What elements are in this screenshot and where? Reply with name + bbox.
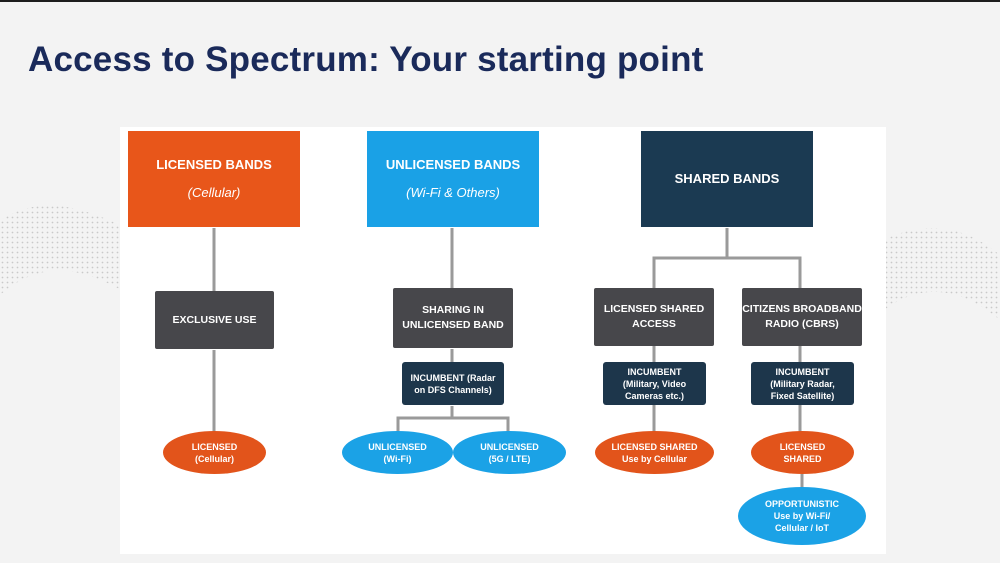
unlicensed-wifi-line-2: (Wi-Fi) xyxy=(383,453,412,464)
sharing-unlicensed-line-2: UNLICENSED BAND xyxy=(402,319,504,331)
shared-bands-title: SHARED BANDS xyxy=(674,171,780,186)
cbrs-outcome-line-1: LICENSED xyxy=(779,441,826,452)
incumbent-military-line-3: Cameras etc.) xyxy=(624,390,685,401)
licensed-bands-subtitle: (Cellular) xyxy=(187,185,241,200)
opportunistic-line-1: OPPORTUNISTIC xyxy=(764,499,839,509)
licensed-bands-box: LICENSED BANDS (Cellular) xyxy=(128,131,300,227)
cbrs-outcome-line-2: SHARED xyxy=(783,453,822,464)
licensed-cellular-line-2: (Cellular) xyxy=(194,453,234,464)
shared-bands-box: SHARED BANDS xyxy=(641,131,813,227)
cbrs-line-1: CITIZENS BROADBAND xyxy=(742,303,862,315)
unlicensed-wifi-line-1: UNLICENSED xyxy=(368,441,427,452)
lsa-outcome-line-2: Use by Cellular xyxy=(621,453,688,464)
incumbent-radar-line-1: INCUMBENT (Radar xyxy=(410,372,496,383)
incumbent-satellite-line-3: Fixed Satellite) xyxy=(770,390,835,401)
incumbent-military-line-2: (Military, Video xyxy=(622,378,687,389)
incumbent-radar-line-2: on DFS Channels) xyxy=(414,384,492,395)
connector-unlicensed-split xyxy=(396,416,510,432)
cbrs-line-2: RADIO (CBRS) xyxy=(765,318,839,330)
licensed-cellular-line-1: LICENSED xyxy=(191,441,238,452)
lsa-line-1: LICENSED SHARED xyxy=(603,303,705,315)
cbrs-box: CITIZENS BROADBAND RADIO (CBRS) xyxy=(742,288,862,346)
sharing-unlicensed-line-1: SHARING IN xyxy=(422,304,484,316)
opportunistic-oval: OPPORTUNISTIC Use by Wi-Fi/ Cellular / I… xyxy=(738,487,866,545)
dotted-wave-left-decoration xyxy=(0,205,130,295)
exclusive-use-box: EXCLUSIVE USE xyxy=(155,291,274,349)
sharing-unlicensed-box: SHARING IN UNLICENSED BAND xyxy=(393,288,513,348)
unlicensed-bands-box: UNLICENSED BANDS (Wi-Fi & Others) xyxy=(367,131,539,227)
connector-shared-split xyxy=(652,256,802,290)
slide-title: Access to Spectrum: Your starting point xyxy=(28,40,704,79)
unlicensed-bands-subtitle: (Wi-Fi & Others) xyxy=(406,185,500,200)
licensed-shared-cellular-oval: LICENSED SHARED Use by Cellular xyxy=(595,431,714,474)
unlicensed-5g-line-1: UNLICENSED xyxy=(480,441,539,452)
exclusive-use-label: EXCLUSIVE USE xyxy=(172,313,257,326)
opportunistic-line-2: Use by Wi-Fi/ xyxy=(773,511,831,521)
dotted-wave-right-decoration xyxy=(884,228,1000,320)
incumbent-radar-satellite-box: INCUMBENT (Military Radar, Fixed Satelli… xyxy=(751,362,854,405)
unlicensed-bands-title: UNLICENSED BANDS xyxy=(385,157,521,172)
licensed-shared-access-box: LICENSED SHARED ACCESS xyxy=(594,288,714,346)
opportunistic-line-3: Cellular / IoT xyxy=(774,523,829,533)
lsa-line-2: ACCESS xyxy=(632,318,676,330)
incumbent-military-video-box: INCUMBENT (Military, Video Cameras etc.) xyxy=(603,362,706,405)
licensed-bands-title: LICENSED BANDS xyxy=(156,157,272,172)
incumbent-satellite-line-2: (Military Radar, xyxy=(770,378,835,389)
unlicensed-wifi-oval: UNLICENSED (Wi-Fi) xyxy=(342,431,453,474)
lsa-outcome-line-1: LICENSED SHARED xyxy=(611,441,698,452)
incumbent-military-line-1: INCUMBENT xyxy=(627,366,682,377)
incumbent-radar-dfs-box: INCUMBENT (Radar on DFS Channels) xyxy=(402,362,504,405)
unlicensed-5g-lte-oval: UNLICENSED (5G / LTE) xyxy=(453,431,566,474)
top-divider xyxy=(0,0,1000,2)
licensed-cellular-oval: LICENSED (Cellular) xyxy=(163,431,266,474)
incumbent-satellite-line-1: INCUMBENT xyxy=(775,366,830,377)
licensed-shared-oval: LICENSED SHARED xyxy=(751,431,854,474)
unlicensed-5g-line-2: (5G / LTE) xyxy=(488,453,531,464)
